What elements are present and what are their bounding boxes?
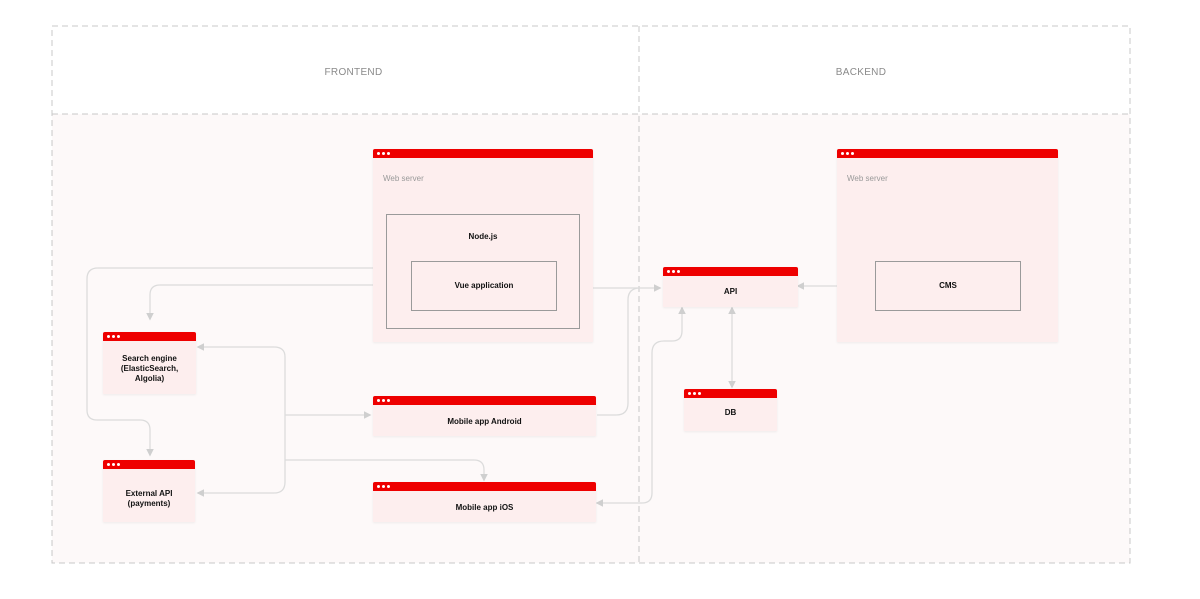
search-engine-card: Search engine (ElasticSearch, Algolia) (103, 332, 196, 394)
window-dots-icon (377, 151, 390, 156)
frontend-zone-title: FRONTEND (324, 67, 383, 78)
window-bar (663, 267, 798, 276)
connector-bus-ios (285, 459, 488, 482)
window-dots-icon (377, 484, 390, 489)
cms-label: CMS (939, 281, 957, 290)
mobile-app-android-card: Mobile app Android (373, 396, 596, 436)
external-api-card: External API (payments) (103, 460, 195, 522)
db-label: DB (724, 408, 737, 417)
search-engine-label-line2: (ElasticSearch, (120, 364, 179, 373)
backend-zone-title: BACKEND (835, 67, 887, 78)
web-server-caption: Web server (383, 174, 424, 183)
search-engine-label-line3: Algolia) (134, 374, 165, 383)
window-dots-icon (107, 334, 120, 339)
window-bar (103, 332, 196, 341)
web-server-backend-card: Web server CMS (837, 149, 1058, 342)
api-label: API (723, 287, 738, 296)
web-server-frontend-card: Web server Node.js Vue application (373, 149, 593, 342)
connector-search-bus (196, 343, 286, 497)
nodejs-label: Node.js (468, 232, 498, 241)
api-card: API (663, 267, 798, 307)
window-bar (373, 482, 596, 491)
window-bar (837, 149, 1058, 158)
mobile-app-ios-card: Mobile app iOS (373, 482, 596, 522)
search-engine-label-line1: Search engine (122, 354, 177, 363)
window-bar (373, 396, 596, 405)
connector-ios-api (595, 306, 686, 507)
window-dots-icon (688, 391, 701, 396)
window-dots-icon (667, 269, 680, 274)
cms-box: CMS (875, 261, 1021, 311)
vue-application-box: Vue application (411, 261, 557, 311)
web-server-caption: Web server (847, 174, 888, 183)
mobile-app-ios-label: Mobile app iOS (455, 503, 514, 512)
window-bar (684, 389, 777, 398)
window-dots-icon (841, 151, 854, 156)
external-api-label-line1: External API (125, 489, 173, 498)
window-bar (373, 149, 593, 158)
window-dots-icon (107, 462, 120, 467)
connector-node-external (86, 267, 385, 457)
connector-vue-search (146, 281, 412, 321)
nodejs-box: Node.js Vue application (386, 214, 580, 329)
external-api-label-line2: (payments) (127, 499, 171, 508)
vue-application-label: Vue application (454, 281, 514, 290)
mobile-app-android-label: Mobile app Android (447, 417, 522, 426)
window-dots-icon (377, 398, 390, 403)
window-bar (103, 460, 195, 469)
db-card: DB (684, 389, 777, 431)
outer-dashed-frame (51, 25, 1131, 564)
